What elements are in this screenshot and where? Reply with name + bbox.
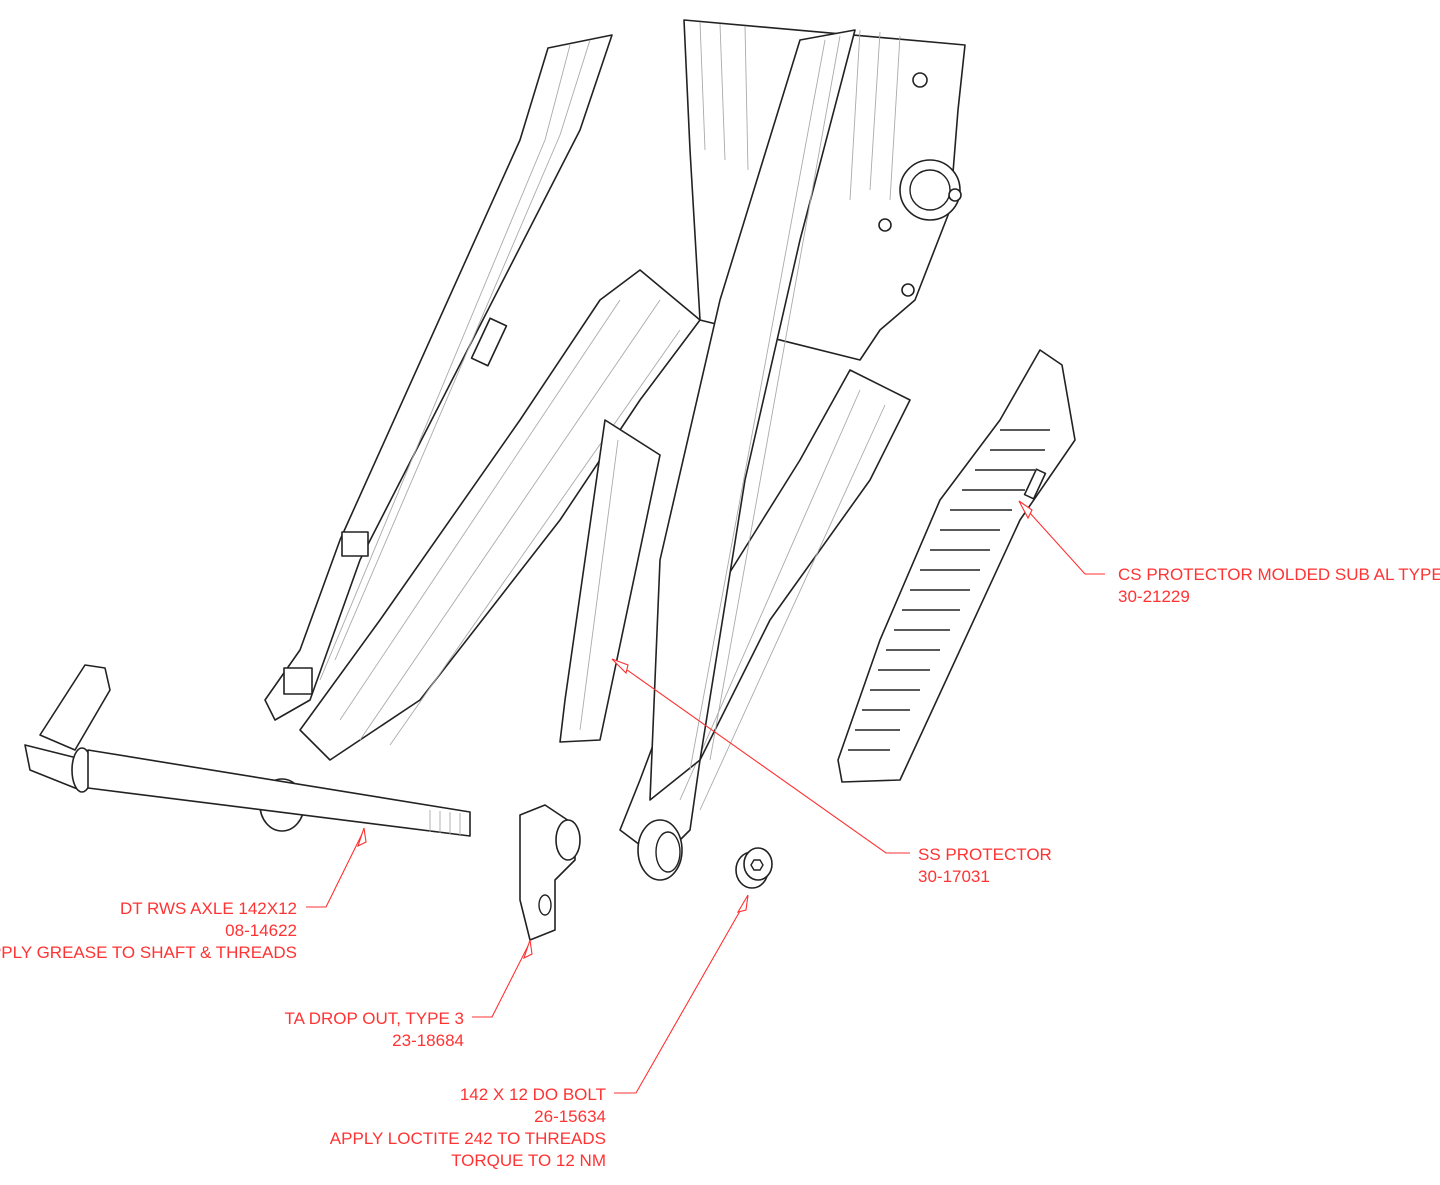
bolt-name: 142 X 12 DO BOLT <box>460 1085 606 1104</box>
ss-protector-part-number: 30-17031 <box>918 867 990 886</box>
axle-note: APPLY GREASE TO SHAFT & THREADS <box>0 943 297 962</box>
callout-cs-protector: CS PROTECTOR MOLDED SUB AL TYPE 2 30-212… <box>1118 565 1440 606</box>
dropout-name: TA DROP OUT, TYPE 3 <box>285 1009 465 1028</box>
axle <box>24 664 471 837</box>
ss-protector-name: SS PROTECTOR <box>918 845 1052 864</box>
callout-leaders <box>306 500 1105 1094</box>
frame-main <box>299 19 966 881</box>
dropout-part-number: 23-18684 <box>392 1031 464 1050</box>
bolt-note: APPLY LOCTITE 242 TO THREADS <box>330 1129 606 1148</box>
bolt-part-number: 26-15634 <box>534 1107 606 1126</box>
ss-protector <box>559 419 661 743</box>
dropout <box>519 804 581 941</box>
callout-bolt: 142 X 12 DO BOLT 26-15634 APPLY LOCTITE … <box>330 1085 606 1170</box>
bolt <box>735 847 773 889</box>
callout-dropout: TA DROP OUT, TYPE 3 23-18684 <box>285 1009 465 1050</box>
cs-protector-part-number: 30-21229 <box>1118 587 1190 606</box>
axle-name: DT RWS AXLE 142X12 <box>120 899 297 918</box>
callout-ss-protector: SS PROTECTOR 30-17031 <box>918 845 1052 886</box>
axle-part-number: 08-14622 <box>225 921 297 940</box>
cs-protector-name: CS PROTECTOR MOLDED SUB AL TYPE 2 <box>1118 565 1440 584</box>
bolt-torque: TORQUE TO 12 NM <box>451 1151 606 1170</box>
cs-protector <box>837 349 1076 783</box>
callout-axle: DT RWS AXLE 142X12 08-14622 APPLY GREASE… <box>0 899 297 962</box>
